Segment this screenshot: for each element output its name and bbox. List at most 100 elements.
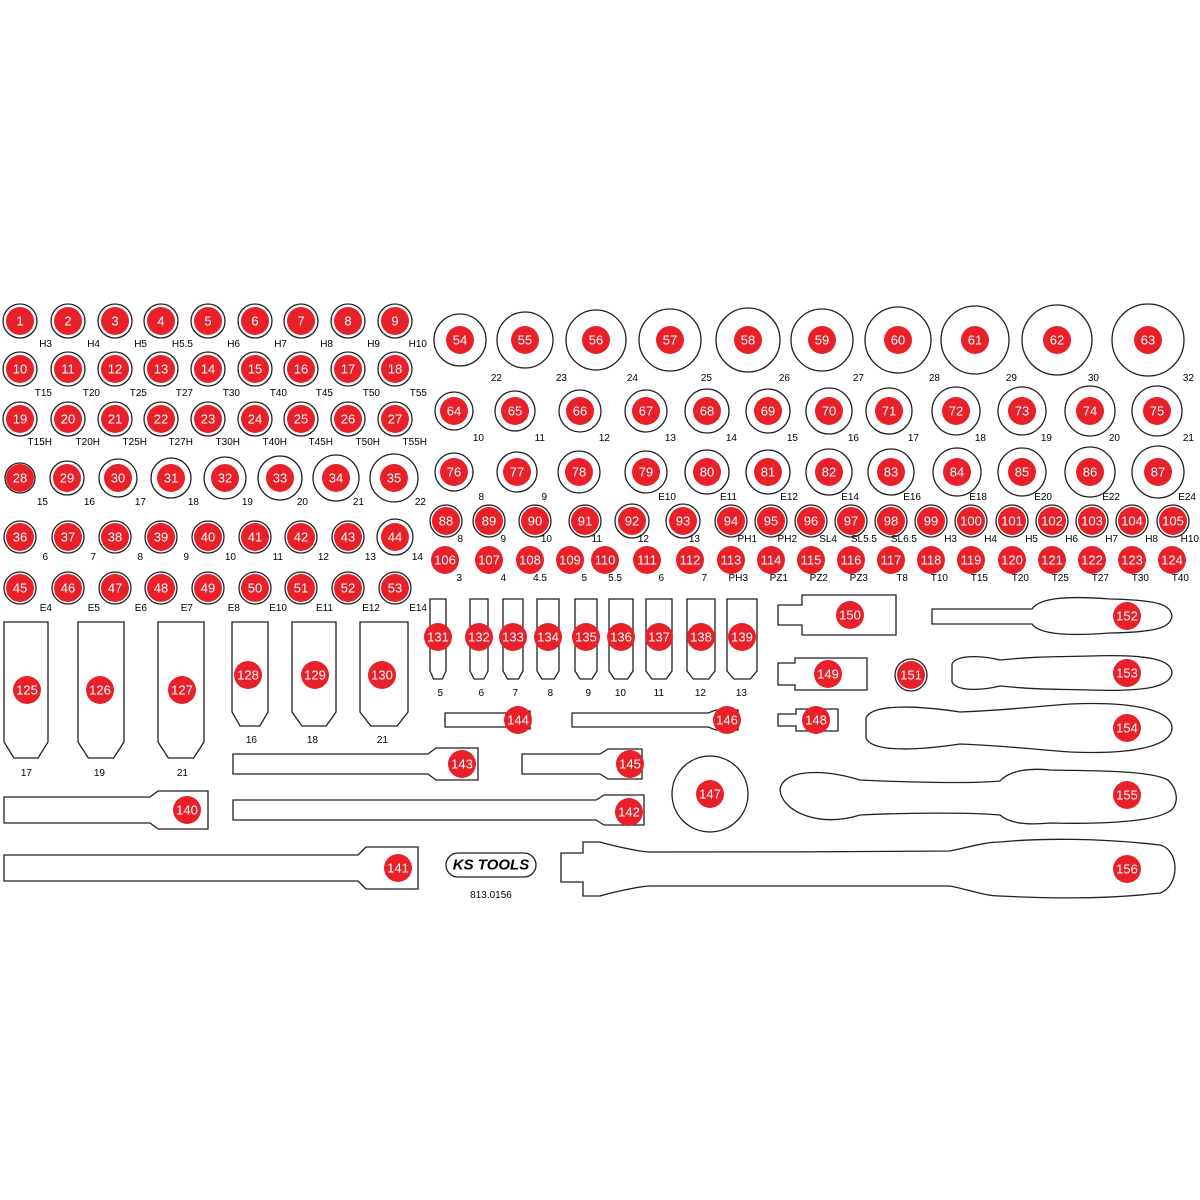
pocket-number: 29: [60, 471, 74, 486]
size-label: PZ2: [810, 573, 829, 584]
pocket-marker-125: [13, 676, 41, 704]
brand-logo: KS TOOLS: [445, 852, 537, 878]
pocket-marker-128: [234, 661, 262, 689]
pocket-outline-95: [754, 504, 788, 538]
pocket-number: 148: [805, 713, 827, 728]
pocket-number: 130: [371, 668, 393, 683]
pocket-outline-70: [805, 387, 853, 435]
size-label: T15: [971, 573, 989, 584]
size-label: 8: [137, 552, 143, 563]
pocket-number: 7: [297, 314, 304, 329]
pocket-number: 100: [960, 514, 982, 529]
size-label: T40: [1172, 573, 1190, 584]
pocket-number: 97: [844, 514, 858, 529]
pocket-outline-63: [1111, 303, 1185, 377]
pocket-number: 133: [502, 630, 524, 645]
pocket-marker-86: [1076, 458, 1104, 486]
pocket-outline-9: [377, 303, 413, 339]
size-label: 12: [695, 688, 707, 699]
pocket-number: 9: [391, 314, 398, 329]
pocket-number: 102: [1041, 514, 1063, 529]
pocket-marker-148: [802, 706, 830, 734]
pocket-marker-145: [616, 750, 644, 778]
pocket-marker-139: [728, 623, 756, 651]
pocket-number: 42: [294, 530, 308, 545]
size-label: 16: [84, 497, 96, 508]
size-label: H5: [1025, 534, 1038, 545]
pocket-marker-105: [1159, 507, 1187, 535]
pocket-marker-16: [287, 355, 315, 383]
size-label: 6: [478, 688, 484, 699]
pocket-number: 83: [884, 465, 898, 480]
pocket-outline-48: [144, 571, 178, 605]
pocket-outline-130: [359, 621, 409, 727]
pocket-marker-94: [717, 507, 745, 535]
pocket-outline-26: [330, 401, 366, 437]
pocket-outline-143: [232, 747, 479, 781]
pocket-number: 77: [510, 465, 524, 480]
size-label: H6: [1065, 534, 1078, 545]
pocket-number: 10: [13, 362, 27, 377]
pocket-outline-127: [157, 621, 205, 759]
pocket-outline-58: [715, 307, 781, 373]
pocket-outline-94: [714, 504, 748, 538]
pocket-marker-151: [897, 661, 925, 689]
pocket-marker-9: [381, 307, 409, 335]
size-label: E18: [969, 492, 987, 503]
pocket-number: 145: [619, 757, 641, 772]
pocket-number: 142: [618, 805, 640, 820]
size-label: PH2: [778, 534, 798, 545]
pocket-outline-20: [50, 401, 86, 437]
pocket-marker-41: [241, 523, 269, 551]
pocket-marker-28: [6, 464, 34, 492]
pocket-marker-2: [54, 307, 82, 335]
pocket-number: 152: [1116, 609, 1138, 624]
pocket-marker-20: [54, 405, 82, 433]
pocket-number: 150: [839, 608, 861, 623]
pocket-outline-102: [1035, 504, 1069, 538]
pocket-outline-10: [2, 351, 38, 387]
pocket-marker-76: [440, 458, 468, 486]
pocket-number: 54: [453, 333, 467, 348]
pocket-number: 143: [451, 757, 473, 772]
pocket-number: 135: [575, 630, 597, 645]
pocket-marker-56: [582, 326, 610, 354]
pocket-outline-150: [777, 594, 897, 636]
pocket-marker-126: [86, 676, 114, 704]
pocket-number: 121: [1041, 553, 1063, 568]
size-label: E12: [362, 603, 380, 614]
pocket-marker-38: [101, 523, 129, 551]
pocket-number: 149: [817, 667, 839, 682]
pocket-number: 92: [625, 514, 639, 529]
pocket-marker-52: [334, 574, 362, 602]
size-label: H4: [984, 534, 997, 545]
pocket-outline-97: [834, 504, 868, 538]
pocket-marker-134: [534, 623, 562, 651]
pocket-number: 111: [637, 553, 657, 568]
size-label: 21: [353, 497, 365, 508]
pocket-number: 12: [108, 362, 122, 377]
pocket-number: 67: [639, 404, 653, 419]
pocket-marker-115: [797, 546, 825, 574]
size-label: 15: [37, 497, 49, 508]
pocket-outline-68: [684, 388, 730, 434]
pocket-number: 115: [801, 553, 822, 568]
pocket-marker-109: [556, 546, 584, 574]
pocket-number: 114: [761, 553, 782, 568]
pocket-marker-43: [334, 523, 362, 551]
pocket-number: 11: [61, 362, 75, 377]
pocket-marker-103: [1078, 507, 1106, 535]
pocket-number: 27: [388, 412, 402, 427]
pocket-number: 108: [519, 553, 541, 568]
size-label: 5.5: [608, 573, 622, 584]
size-label: T25: [1052, 573, 1070, 584]
pocket-number: 125: [16, 683, 38, 698]
pocket-number: 20: [61, 412, 75, 427]
pocket-number: 58: [741, 333, 755, 348]
pocket-marker-73: [1008, 397, 1036, 425]
pocket-marker-117: [877, 546, 905, 574]
pocket-number: 53: [388, 581, 402, 596]
pocket-number: 99: [924, 514, 938, 529]
pocket-marker-127: [168, 676, 196, 704]
pocket-marker-97: [837, 507, 865, 535]
